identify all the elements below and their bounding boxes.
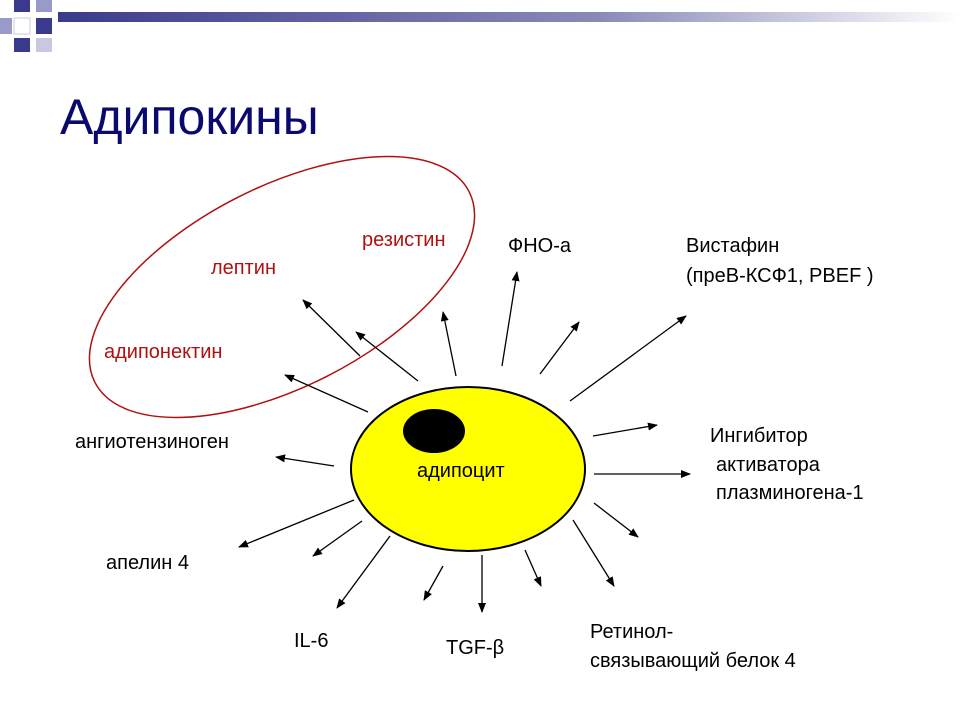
leptin-label: лептин: [211, 257, 276, 279]
tnf-alpha-label: ФНО-а: [508, 235, 571, 257]
rbp4-label-line1: Ретинол-: [590, 621, 674, 643]
arrow-to-rbp4: [572, 519, 615, 587]
header-decoration: [0, 0, 960, 52]
deco-square: [0, 18, 12, 34]
arrow-down-right-1: [593, 502, 639, 538]
slide-title: Адипокины: [60, 89, 319, 145]
arrow-to-tnf: [501, 271, 520, 367]
deco-square: [13, 17, 31, 35]
cell-nucleus: [403, 409, 465, 453]
arrow-to-leptin: [302, 299, 361, 357]
deco-square: [36, 18, 52, 34]
tgf-beta-label: TGF-β: [446, 637, 505, 659]
pai-1-label-line3: плазминогена-1: [716, 482, 864, 504]
arrow-down-right-2: [524, 549, 542, 587]
apelin-label: апелин 4: [106, 552, 189, 574]
arrow-up-1: [440, 311, 457, 377]
pai-1-label-line1: Ингибитор: [710, 425, 808, 447]
il6-label: IL-6: [294, 630, 329, 652]
adiponectin-label: адипонектин: [104, 341, 223, 363]
arrow-to-il6: [336, 535, 391, 609]
deco-square: [36, 38, 52, 52]
arrow-up-2: [539, 321, 580, 375]
angiotensinogen-label: ангиотензиноген: [75, 431, 229, 453]
secretion-arrows: [238, 271, 691, 613]
deco-square: [36, 0, 52, 12]
arrow-down-left: [312, 520, 363, 557]
arrow-to-adiponectin: [284, 374, 369, 413]
secreted-hormones-ellipse: [88, 155, 476, 419]
deco-square: [14, 38, 30, 52]
adipocyte-label: адипоцит: [417, 460, 505, 482]
arrow-to-visfatin: [569, 315, 687, 402]
arrow-to-angiotensinogen: [275, 454, 335, 467]
header-gradient-bar: [58, 12, 960, 22]
arrow-to-resistin: [355, 331, 419, 382]
arrow-down-1: [423, 565, 444, 601]
arrow-to-apelin: [238, 499, 355, 548]
deco-square: [14, 0, 30, 12]
rbp4-label-line2: связывающий белок 4: [590, 650, 796, 672]
visfatin-synonyms-label: (преВ-КСФ1, PBEF ): [686, 265, 874, 287]
pai-1-label-line2: активатора: [716, 454, 820, 476]
resistin-label: резистин: [362, 229, 446, 251]
arrow-to-pai-1: [592, 422, 658, 437]
visfatin-label: Вистафин: [686, 235, 780, 257]
